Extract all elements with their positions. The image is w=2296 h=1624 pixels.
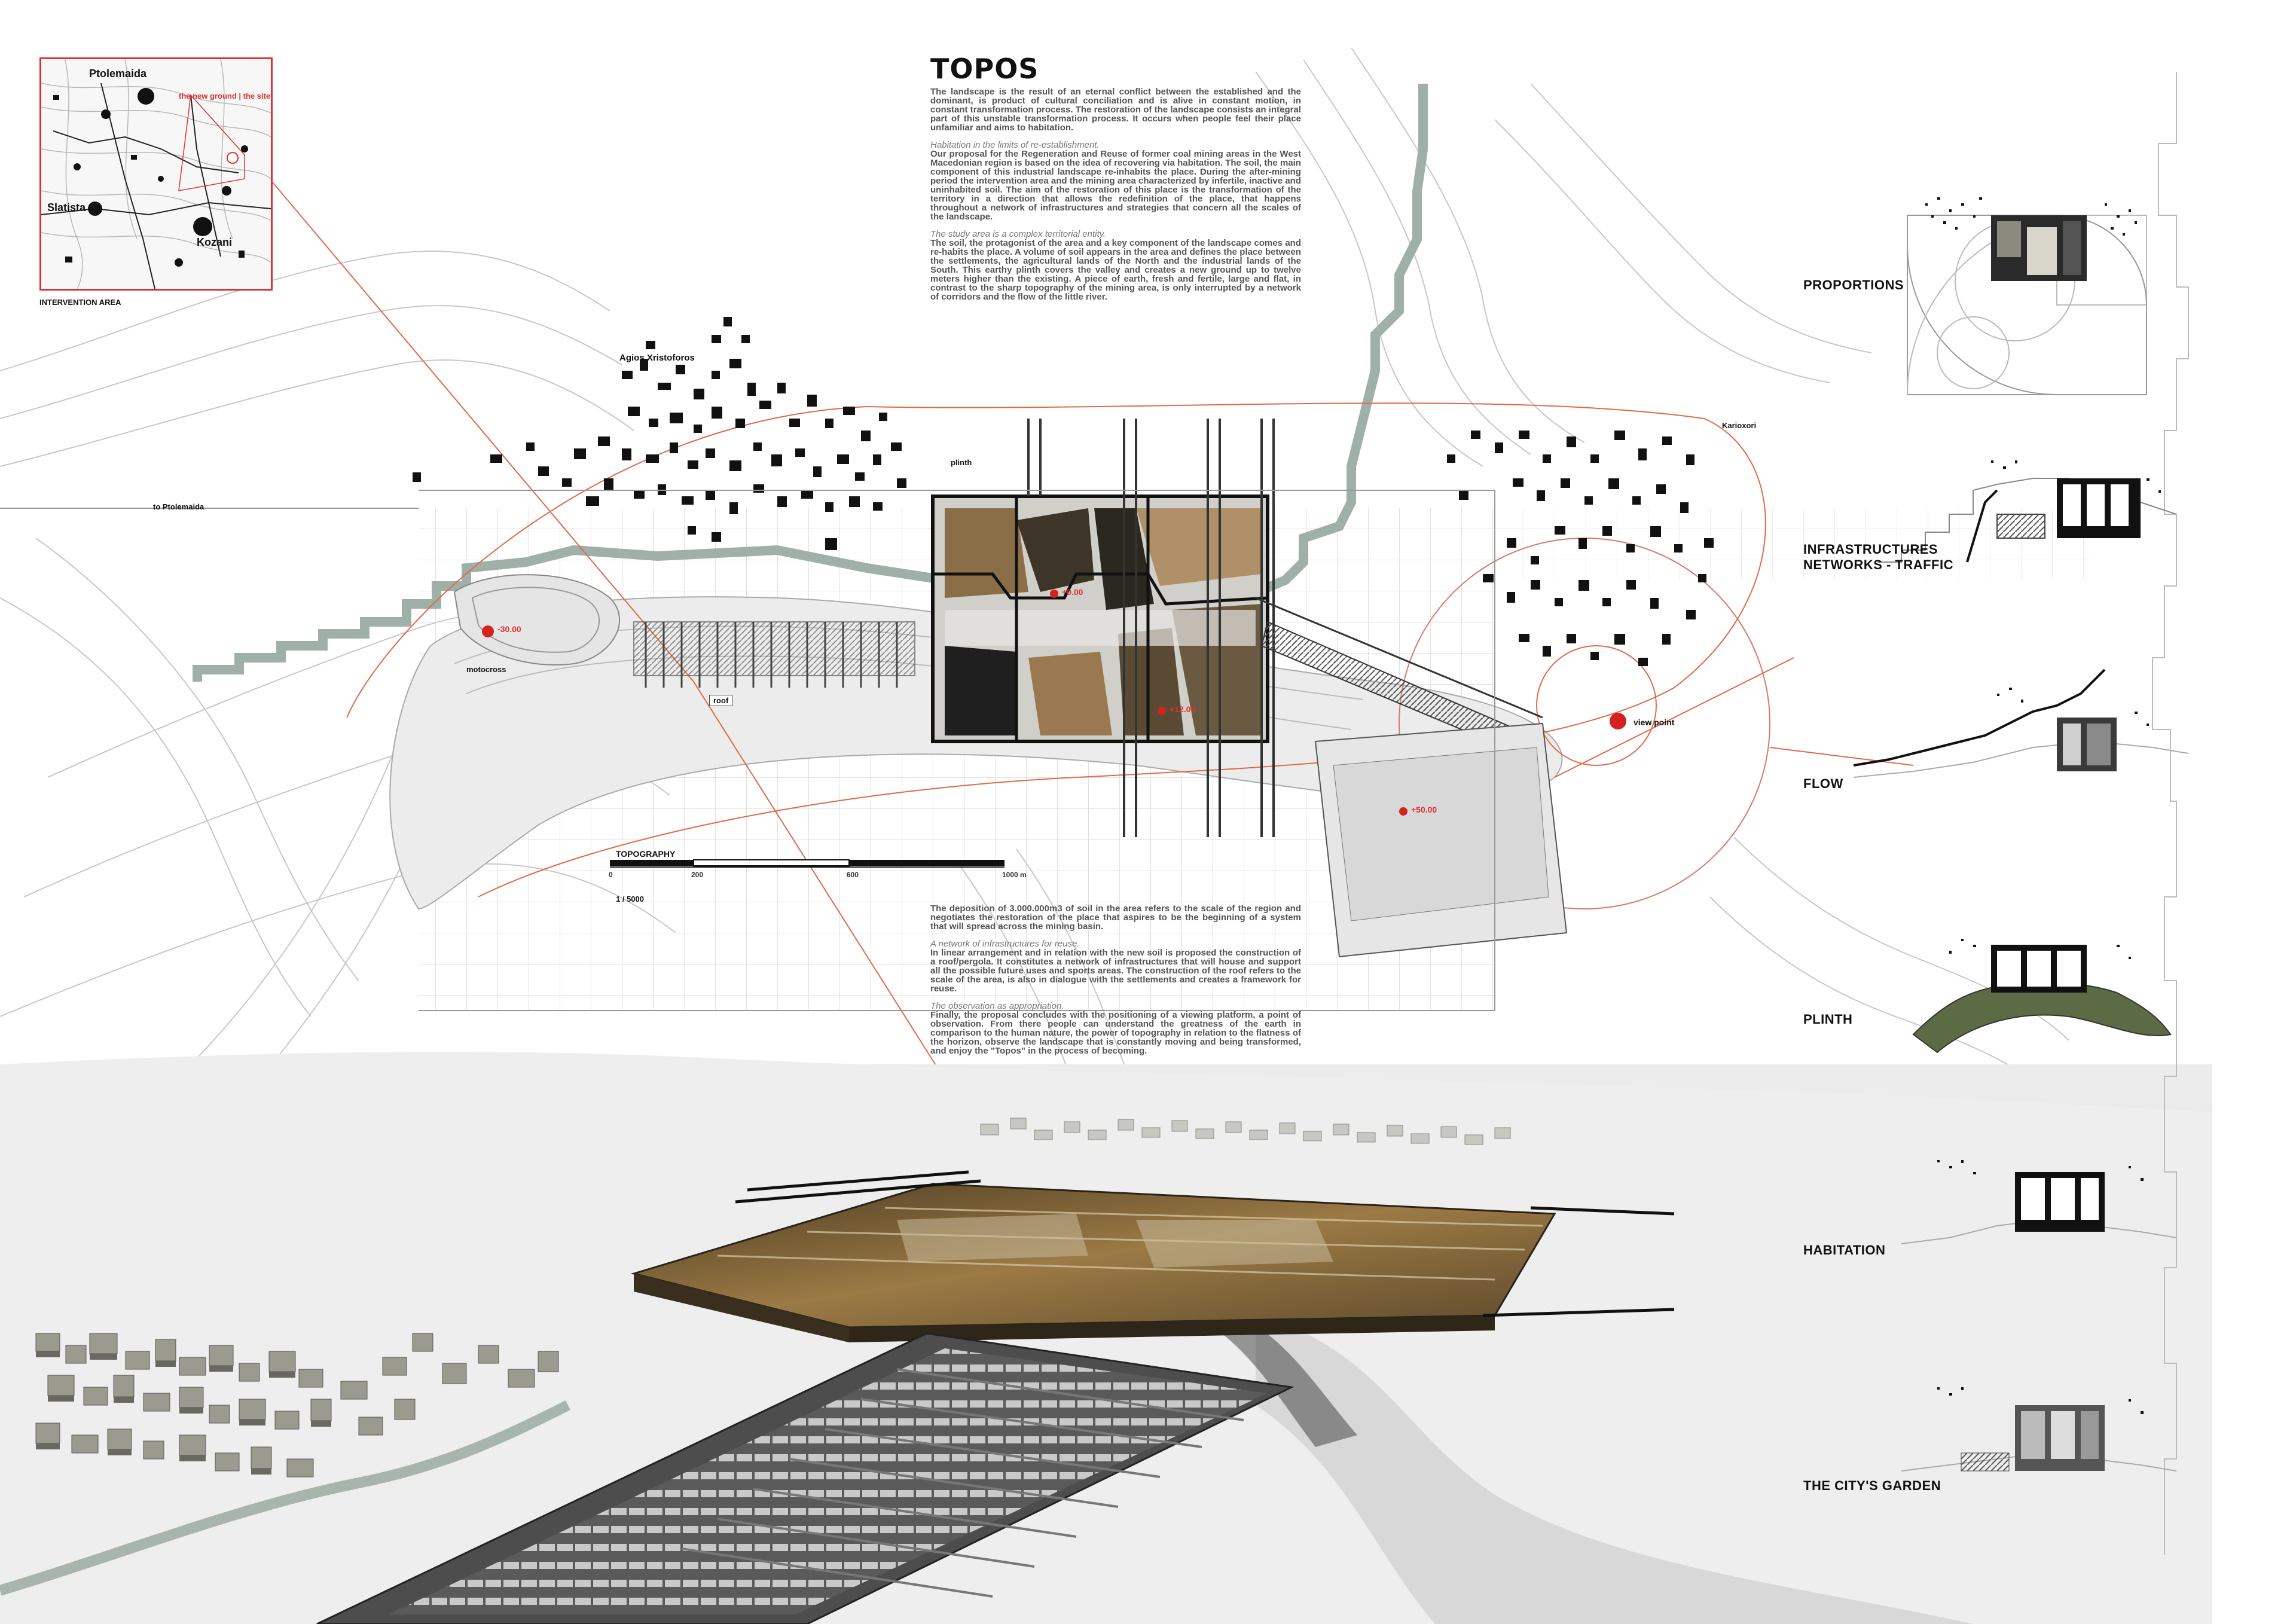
section1-paragraph: Our proposal for the Regeneration and Re… (930, 149, 1301, 222)
marker-plus0 (1050, 590, 1058, 598)
view-point-marker (1610, 713, 1626, 729)
label-plinth: plinth (951, 458, 972, 467)
intervention-map: Ptolemaida the new ground | the site Sla… (39, 57, 273, 291)
label-scale: 1 / 5000 (616, 895, 644, 903)
marker-plus12 (1158, 707, 1166, 715)
marker-plus50 (1399, 807, 1407, 816)
map-graphic (41, 59, 271, 289)
elev-plus50: +50.00 (1411, 805, 1437, 814)
label-plinth-side: PLINTH (1803, 1012, 1853, 1027)
page-title: TOPOS (930, 53, 1039, 85)
lower-paragraph2: Finally, the proposal concludes with the… (930, 1010, 1301, 1056)
map-label-slatista: Slatista (47, 202, 86, 213)
lower-description-text: The deposition of 3.000.000m3 of soil in… (930, 904, 1301, 1064)
scale-tick-1000: 1000 m (1002, 871, 1027, 879)
elev-plus0: +0.00 (1062, 587, 1083, 597)
diagram-city-garden (1901, 1363, 2177, 1507)
section1-heading: Habitation in the limits of re-establish… (930, 140, 1100, 150)
label-infra-line1: INFRASTRUCTURES (1803, 542, 1938, 557)
label-proportions: PROPORTIONS (1803, 277, 1904, 292)
diagram-flow (1853, 658, 2189, 801)
label-city-garden: THE CITY'S GARDEN (1803, 1478, 1941, 1493)
label-to-ptolemaida: to Ptolemaida (153, 502, 204, 511)
lower-paragraph1: In linear arrangement and in relation wi… (930, 948, 1301, 994)
scale-tick-200: 200 (691, 871, 704, 879)
marker-minus30 (482, 625, 494, 637)
label-infra-line2: NETWORKS - TRAFFIC (1803, 557, 1953, 572)
label-motocross: motocross (466, 665, 506, 674)
description-text: The landscape is the result of an eterna… (930, 87, 1301, 310)
intro-paragraph: The landscape is the result of an eterna… (930, 87, 1301, 133)
map-label-kozani: Kozani (197, 236, 233, 248)
intervention-area-caption: INTERVENTION AREA (39, 298, 121, 307)
lower-heading2: The observation as appropriation. (930, 1001, 1064, 1011)
scale-tick-0: 0 (609, 871, 613, 879)
elev-plus12: +12.00 (1170, 704, 1196, 714)
label-agios-xristoforos: Agios Xristoforos (619, 353, 695, 363)
map-label-site: the new ground | the site (179, 91, 271, 100)
lower-heading1: A network of infrastructures for reuse. (930, 939, 1080, 949)
label-infrastructures: INFRASTRUCTURES NETWORKS - TRAFFIC (1803, 542, 1953, 573)
scale-tick-600: 600 (847, 871, 859, 879)
label-karioxori: Karioxori (1722, 421, 1757, 430)
elev-minus30: -30.00 (497, 624, 521, 634)
diagram-habitation (1901, 1136, 2177, 1280)
lower-intro-paragraph: The deposition of 3.000.000m3 of soil in… (930, 903, 1301, 932)
section2-heading: The study area is a complex territorial … (930, 229, 1106, 239)
map-label-ptolemaida: Ptolemaida (89, 68, 147, 80)
label-roof: roof (709, 695, 733, 706)
diagram-infrastructures (1877, 442, 2177, 574)
label-view-point: view point (1634, 718, 1675, 727)
label-topography: TOPOGRAPHY (616, 849, 676, 859)
label-habitation: HABITATION (1803, 1243, 1886, 1257)
section2-paragraph: The soil, the protagonist of the area an… (930, 238, 1301, 302)
diagram-plinth (1901, 921, 2176, 1064)
diagram-proportions (1901, 179, 2152, 407)
label-flow: FLOW (1803, 776, 1843, 791)
